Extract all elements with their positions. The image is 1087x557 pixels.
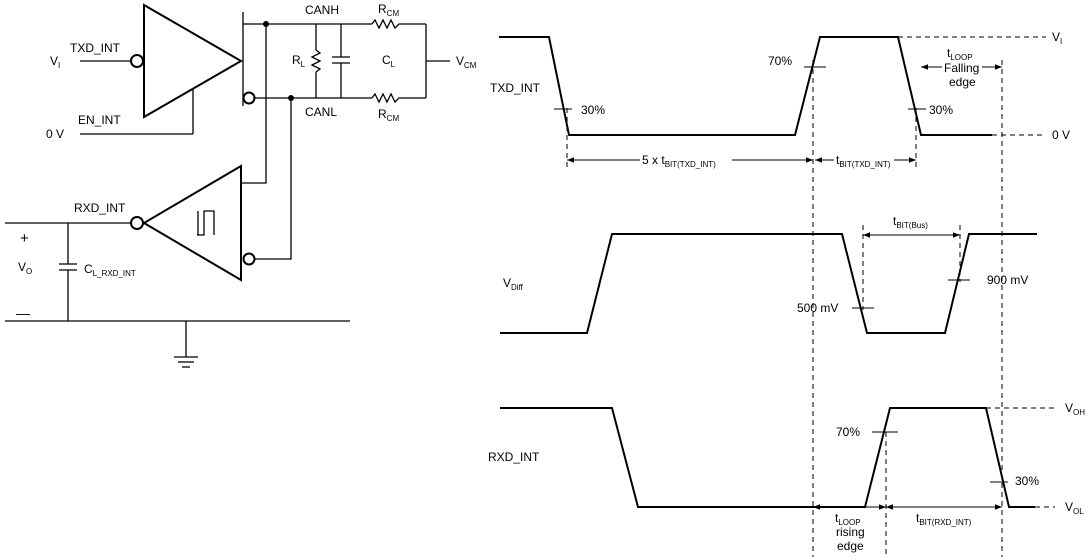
cl-rxd-int-label: CL_RXD_INT	[84, 262, 136, 278]
vi-label: VI	[50, 54, 60, 70]
txd-30pct-label-2: 30%	[929, 103, 953, 117]
cl-label: CL	[382, 53, 396, 69]
txd-int-waveform	[499, 36, 992, 136]
receiver-triangle	[142, 164, 242, 282]
rxd-70pct-label: 70%	[836, 425, 860, 439]
tloop-falling-label: tLOOP	[947, 46, 973, 62]
tloop-falling-label-bg	[942, 46, 982, 88]
rl-resistor	[310, 49, 322, 73]
rxd-voh-label: VOH	[1065, 401, 1085, 417]
txd-30pct-label-1: 30%	[581, 103, 605, 117]
test-circuit-schematic: VI TXD_INT EN_INT 0 V CANH CANL RL RCM R…	[5, 2, 477, 368]
canl-to-receiver	[255, 98, 292, 260]
five-tbit-label-bg	[640, 152, 732, 168]
receiver-inverting-bubble	[242, 252, 256, 266]
tbit-txd-label: tBIT(TXD_INT)	[836, 153, 891, 169]
tloop-rising-label: tLOOP	[835, 511, 861, 527]
tbit-rxd-label: tBIT(RXD_INT)	[916, 511, 972, 527]
rxd-int-waveform	[500, 407, 1035, 508]
plus-sign: +	[20, 230, 29, 247]
rcm-resistor-top	[371, 18, 426, 30]
txd-inverting-bubble	[130, 54, 144, 68]
rxd-30pct-label: 30%	[1015, 474, 1039, 488]
vo-label: VO	[18, 260, 32, 276]
rcm-bottom-label: RCM	[378, 107, 399, 123]
rising-edge-label: edge	[837, 539, 864, 553]
canh-label: CANH	[305, 3, 339, 17]
txd-zero-v-label: 0 V	[1052, 128, 1070, 142]
en-int-label: EN_INT	[78, 113, 121, 127]
five-tbit-label: 5 x tBIT(TXD_INT)	[642, 153, 716, 169]
rxd-int-trace-label: RXD_INT	[488, 450, 540, 464]
canh-to-receiver	[241, 24, 267, 184]
txd-70pct-label: 70%	[768, 54, 792, 68]
tbit-txd-label-bg	[834, 152, 894, 168]
canl-label: CANL	[305, 105, 337, 119]
vdiff-trace-label: VDiff	[503, 276, 524, 292]
txd-vi-label: VI	[1052, 30, 1062, 46]
vdiff-waveform	[500, 233, 1037, 334]
falling-label: Falling	[944, 61, 979, 75]
rxd-output-bubble	[130, 216, 144, 230]
vcm-label: VCM	[456, 54, 477, 70]
rcm-top-label: RCM	[378, 2, 399, 18]
zero-v-label: 0 V	[46, 127, 64, 141]
hysteresis-symbol	[197, 210, 215, 236]
tbit-bus-label: tBIT(Bus)	[893, 214, 928, 230]
ground-icon	[174, 356, 198, 368]
vdiff-500mv-label: 500 mV	[797, 301, 838, 315]
txd-int-label: TXD_INT	[70, 41, 121, 55]
rxd-int-label: RXD_INT	[74, 201, 126, 215]
rl-label: RL	[292, 53, 306, 69]
tloop-rising-label-bg	[828, 510, 872, 556]
rcm-resistor-bottom	[371, 92, 426, 104]
rising-label: rising	[836, 525, 865, 539]
canl-bubble	[242, 91, 256, 105]
falling-edge-label: edge	[949, 75, 976, 89]
vdiff-900mv-label: 900 mV	[987, 273, 1028, 287]
minus-sign: —	[16, 305, 30, 321]
txd-int-trace-label: TXD_INT	[490, 81, 541, 95]
rxd-vol-label: VOL	[1065, 500, 1084, 516]
timing-diagram: TXD_INT VI 0 V 30% 70% 30% tLOOP Falling…	[488, 30, 1085, 557]
